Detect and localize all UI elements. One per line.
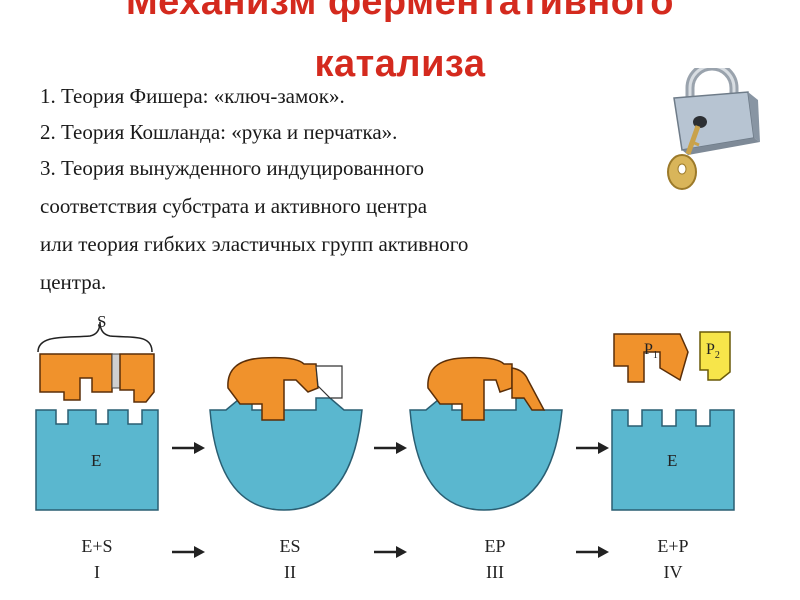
theory-3-line-2: соответствия субстрата и активного центр…: [40, 194, 428, 218]
substrate-S: [39, 353, 155, 403]
enzyme-mechanism-diagram: S E P1 P2 E E+S I ES II EP: [35, 312, 735, 582]
substrate-bound-stage-2: [227, 356, 319, 421]
product-bound-stage-3: [427, 356, 513, 421]
product-p2-label: P2: [706, 341, 720, 361]
stage-1-formula: E+S: [81, 536, 112, 556]
theory-3-line-3: или теория гибких эластичных групп актив…: [40, 232, 469, 256]
arrow-right-icon: [374, 546, 407, 558]
substrate-bracket: [37, 321, 153, 353]
product-P1: [613, 333, 689, 383]
product-P2: [699, 331, 731, 381]
theory-3-line-1: 3. Теория вынужденного индуцированного: [40, 156, 424, 180]
stage-2-numeral: II: [284, 562, 296, 582]
enzyme-E-stage-2: [209, 397, 363, 511]
arrow-right-icon: [576, 546, 609, 558]
enzyme-label-stage-1: E: [91, 451, 101, 470]
theory-3-line-4: центра.: [40, 270, 107, 294]
stage-4-numeral: IV: [664, 562, 683, 582]
enzyme-E-stage-1: [35, 409, 159, 511]
stage-1-illustration: S E: [35, 312, 159, 511]
stage-2-illustration: [209, 356, 363, 511]
arrow-right-icon: [172, 442, 205, 454]
stage-3-formula: EP: [484, 536, 505, 556]
theory-2: 2. Теория Кошланда: «рука и перчатка».: [40, 120, 398, 144]
arrow-right-icon: [374, 442, 407, 454]
page-title-line-2: катализа: [314, 43, 486, 85]
enzyme-label-stage-4: E: [667, 451, 677, 470]
stage-2-formula: ES: [279, 536, 300, 556]
padlock-illustration: [667, 68, 760, 190]
enzyme-E-stage-4: [611, 409, 735, 511]
arrow-right-icon: [172, 546, 205, 558]
stage-4-formula: E+P: [657, 536, 688, 556]
stage-3-numeral: III: [486, 562, 504, 582]
substrate-label: S: [97, 312, 106, 331]
padlock-icon: [673, 68, 760, 155]
page-title-line-1: Механизм ферментативного: [125, 0, 675, 23]
stage-1-numeral: I: [94, 562, 100, 582]
enzyme-E-stage-3: [409, 397, 563, 511]
stage-4-illustration: P1 P2 E: [611, 331, 735, 511]
theory-1: 1. Теория Фишера: «ключ-замок».: [40, 84, 345, 108]
key-icon: [667, 125, 701, 190]
stage-3-illustration: [409, 356, 563, 511]
arrow-right-icon: [576, 442, 609, 454]
product-p1-label: P1: [644, 341, 658, 361]
